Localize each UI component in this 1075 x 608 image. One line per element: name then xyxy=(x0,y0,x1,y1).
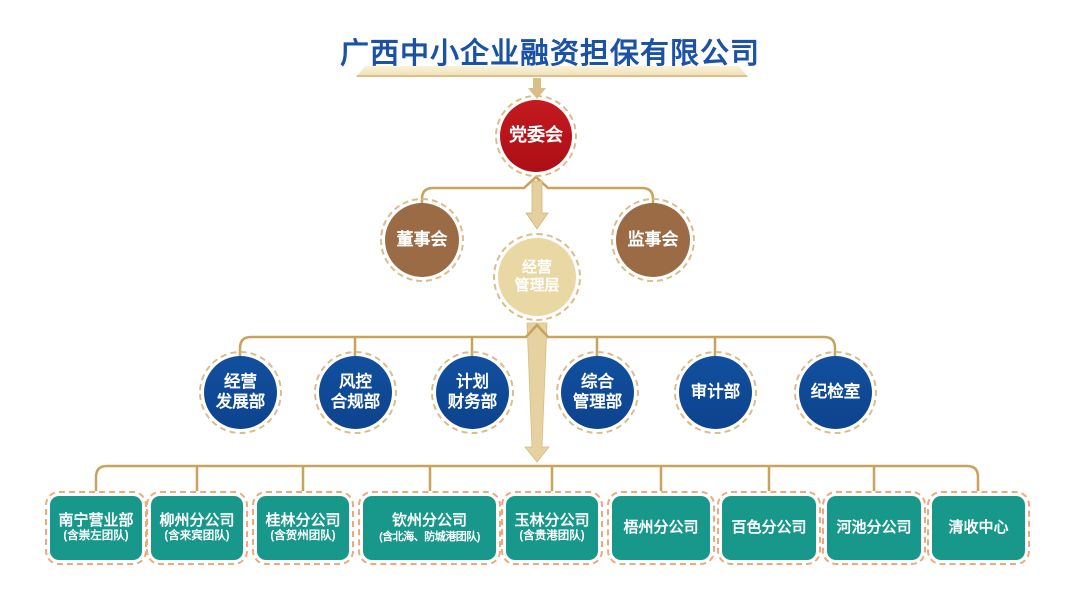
node-party-committee: 党委会 xyxy=(495,95,577,177)
branch-name: 河池分公司 xyxy=(836,518,912,536)
connector-stubs-departments xyxy=(353,337,717,359)
node-label: 经营 发展部 xyxy=(215,373,266,411)
connector-stubs-branches xyxy=(195,466,876,491)
connector-bracket-departments xyxy=(238,323,837,359)
node-branch-wuzhou: 梧州分公司 xyxy=(607,491,715,565)
branch-name: 桂林分公司 xyxy=(265,511,341,529)
node-label: 计划 财务部 xyxy=(447,373,498,411)
branch-subtitle: (含贺州团队) xyxy=(270,530,336,543)
node-label: 审计部 xyxy=(690,382,741,401)
node-supervisory-board: 监事会 xyxy=(611,198,695,282)
node-dept-planning-finance: 计划 财务部 xyxy=(431,351,514,434)
node-collection-center: 清收中心 xyxy=(927,491,1030,565)
node-dept-discipline-inspection: 纪检室 xyxy=(794,351,877,434)
connector-bracket-boards xyxy=(420,175,655,204)
branch-subtitle: (含崇左团队) xyxy=(63,530,129,543)
branch-name: 百色分公司 xyxy=(731,518,807,536)
node-branch-qinzhou: 钦州分公司 (含北海、防城港团队) xyxy=(358,491,501,565)
branch-subtitle: (含北海、防城港团队) xyxy=(379,530,480,543)
node-label: 综合 管理部 xyxy=(572,373,623,411)
branch-name: 钦州分公司 xyxy=(391,512,467,530)
node-branch-liuzhou: 柳州分公司 (含来宾团队) xyxy=(146,491,248,565)
arrow-down-icon xyxy=(525,180,549,230)
node-label: 董事会 xyxy=(396,229,448,249)
node-label: 党委会 xyxy=(509,125,563,146)
branch-subtitle: (含来宾团队) xyxy=(164,530,230,543)
title-underline-ribbon xyxy=(356,66,748,77)
node-branch-baise: 百色分公司 xyxy=(717,491,821,565)
arrow-down-icon xyxy=(528,78,546,99)
branch-name: 清收中心 xyxy=(948,518,1009,536)
node-board-of-directors: 董事会 xyxy=(380,198,464,282)
node-label: 纪检室 xyxy=(810,382,861,401)
arrow-down-icon xyxy=(524,322,550,463)
branch-name: 柳州分公司 xyxy=(159,511,235,529)
node-label: 经营 管理层 xyxy=(514,259,560,294)
node-dept-audit: 审计部 xyxy=(674,351,757,434)
branch-name: 南宁营业部 xyxy=(58,511,134,529)
connector-bracket-branches xyxy=(94,464,980,491)
node-dept-general-management: 综合 管理部 xyxy=(556,351,639,434)
node-branch-yulin: 玉林分公司 (含贵港团队) xyxy=(501,491,603,565)
node-label: 风控 合规部 xyxy=(330,373,381,411)
node-branch-guilin: 桂林分公司 (含贺州团队) xyxy=(252,491,354,565)
page-title: 广西中小企业融资担保有限公司 xyxy=(340,38,761,70)
node-branch-hechi: 河池分公司 xyxy=(822,491,926,565)
node-dept-business-development: 经营 发展部 xyxy=(199,351,282,434)
branch-name: 玉林分公司 xyxy=(514,511,590,529)
branch-subtitle: (含贵港团队) xyxy=(519,530,585,543)
node-branch-nanning: 南宁营业部 (含崇左团队) xyxy=(45,491,147,565)
node-dept-risk-compliance: 风控 合规部 xyxy=(314,351,397,434)
node-management-level: 经营 管理层 xyxy=(493,233,581,321)
branch-name: 梧州分公司 xyxy=(623,518,699,536)
node-label: 监事会 xyxy=(627,229,679,249)
